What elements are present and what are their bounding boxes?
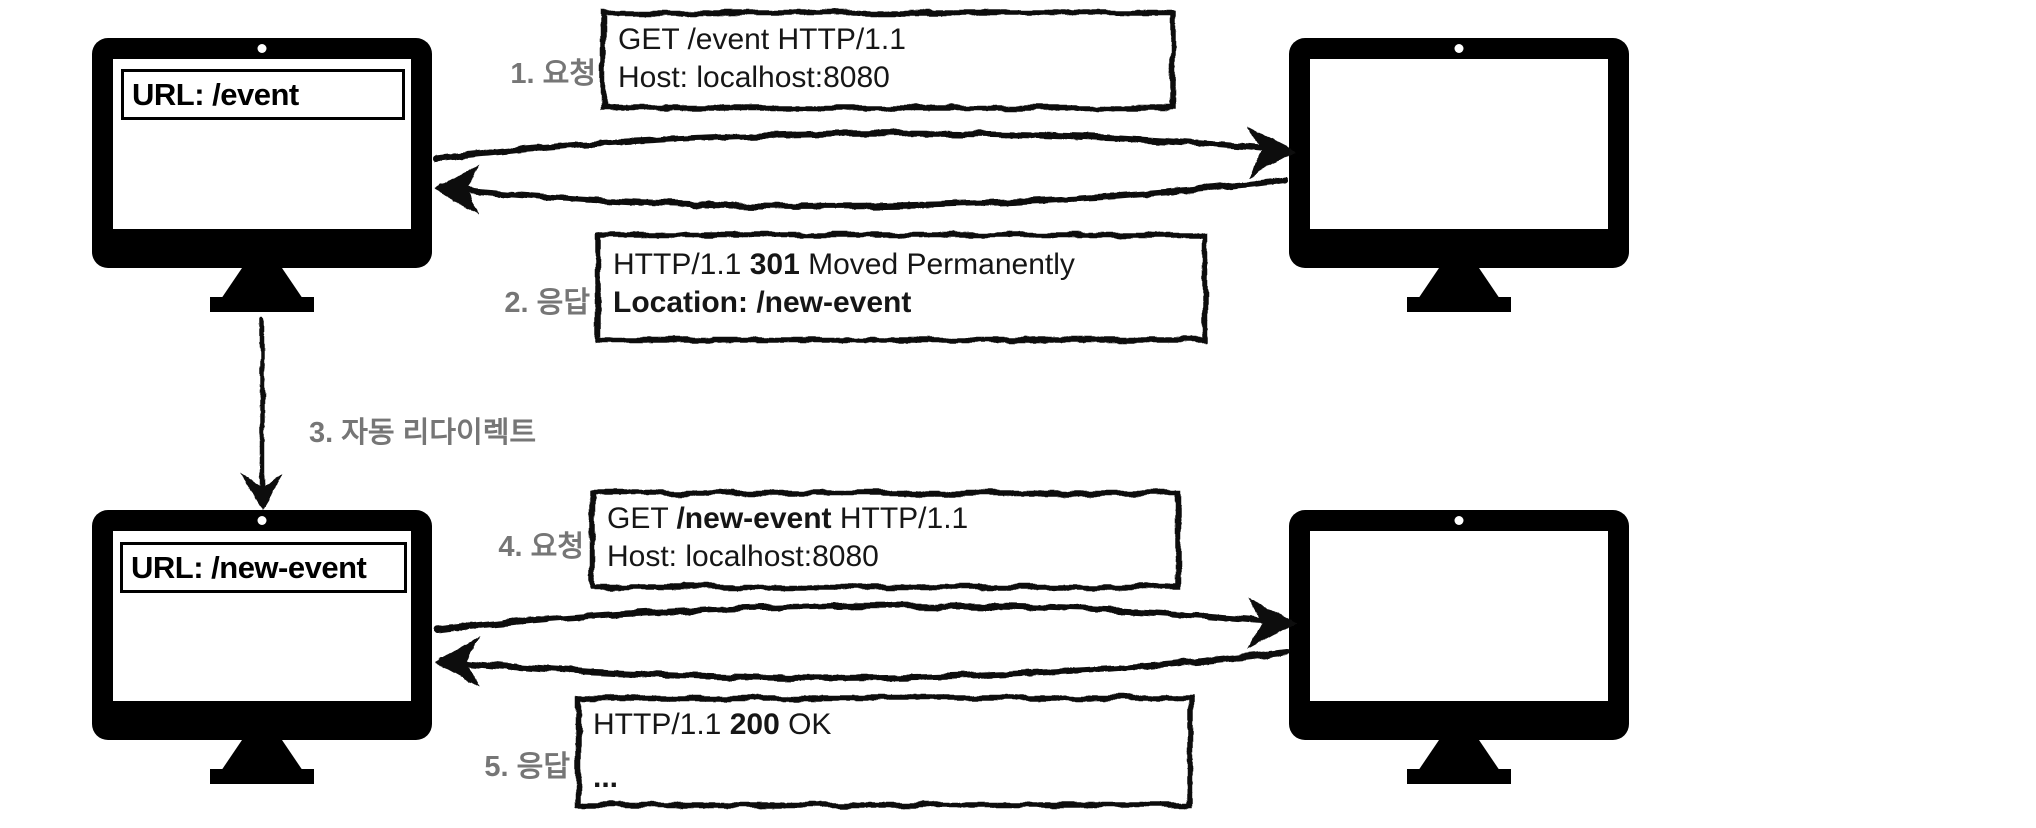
response-2-message: HTTP/1.1 301 Moved Permanently Location:…: [613, 246, 1075, 322]
response-2-box-frame: [595, 232, 1208, 343]
message-line: GET /event HTTP/1.1: [618, 23, 906, 56]
request-4-message: GET /new-event HTTP/1.1 Host: localhost:…: [607, 500, 968, 576]
request-1-box-frame: [600, 10, 1176, 111]
server-monitor-top-icon: [1289, 38, 1629, 312]
step-2-label: 2. 응답: [504, 287, 590, 319]
redirect-arrowhead-3: [241, 474, 283, 509]
server-monitor-bottom-icon: [1289, 510, 1629, 784]
response-arrow-2: [439, 177, 1289, 209]
step-5-label: 5. 응답: [484, 751, 570, 783]
response-arrowhead-5: [435, 636, 480, 687]
step-3-redirect-label: 3. 자동 리다이렉트: [309, 417, 537, 449]
request-1-message: GET /event HTTP/1.1 Host: localhost:8080: [618, 21, 906, 97]
step-4-label: 4. 요청: [498, 531, 584, 563]
response-5-message: HTTP/1.1 200 OK ...: [593, 706, 831, 797]
message-line: ...: [593, 761, 619, 794]
request-arrow-1: [434, 130, 1287, 161]
client-url-bar-bottom: URL: /new-event: [120, 542, 407, 593]
message-line: Host: localhost:8080: [618, 61, 890, 94]
step-1-label: 1. 요청: [510, 58, 596, 90]
response-arrowhead-2: [435, 164, 480, 215]
message-line: Host: localhost:8080: [607, 540, 879, 573]
request-arrowhead-4: [1248, 598, 1297, 650]
message-line: HTTP/1.1 301 Moved Permanently: [613, 248, 1075, 281]
client-url-bar-top: URL: /event: [121, 69, 405, 120]
response-arrow-5: [439, 649, 1289, 681]
response-5-box-frame: [575, 695, 1193, 808]
request-4-box-frame: [589, 490, 1181, 590]
message-line: HTTP/1.1 200 OK: [593, 708, 832, 741]
message-line: GET /new-event HTTP/1.1: [607, 502, 969, 535]
request-arrow-4: [434, 602, 1287, 633]
message-line: Location: /new-event: [613, 286, 912, 319]
request-arrowhead-1: [1248, 126, 1297, 178]
